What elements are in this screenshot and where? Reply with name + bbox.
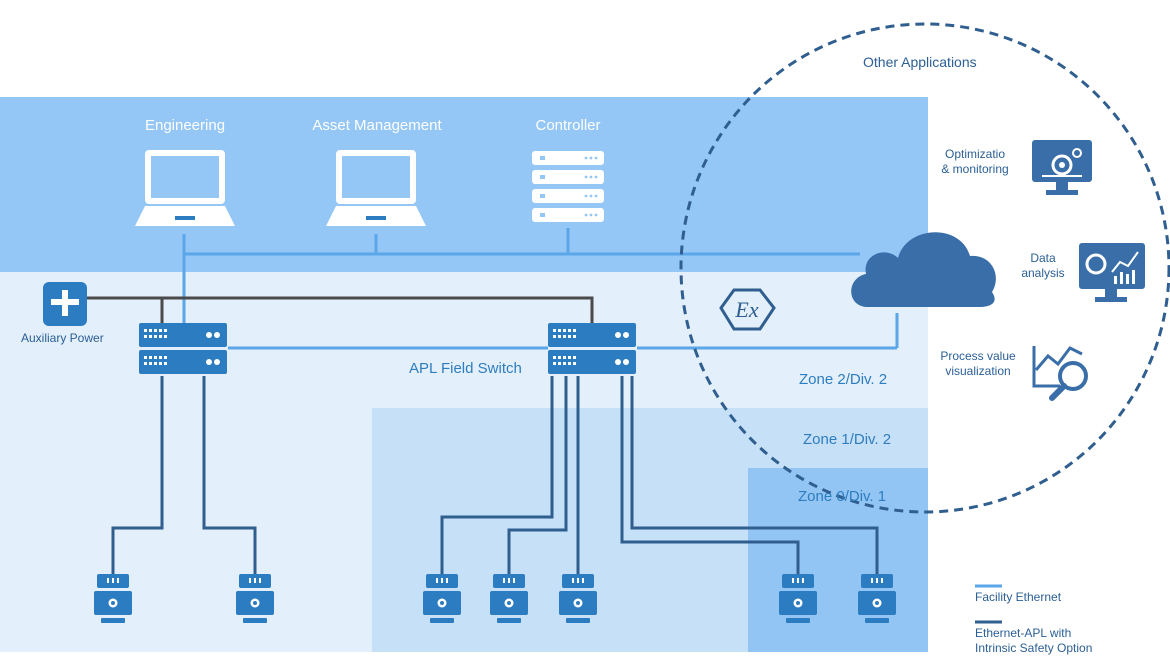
monitor-gear-icon xyxy=(1032,140,1092,195)
legend-facility-ethernet-label: Facility Ethernet xyxy=(975,590,1062,604)
cloud-icon xyxy=(851,232,996,307)
asset-management-laptop-icon xyxy=(326,150,426,226)
other-applications-boundary xyxy=(679,22,1170,514)
ex-hazard-icon: Ex xyxy=(719,288,776,331)
engineering-laptop-icon xyxy=(135,150,235,226)
auxiliary-power-label: Auxiliary Power xyxy=(21,331,104,345)
controller-label: Controller xyxy=(535,117,601,134)
zone0-region xyxy=(748,468,928,652)
monitor-charts-icon xyxy=(1079,243,1145,302)
zone2-label: Zone 2/Div. 2 xyxy=(799,371,888,388)
zone0-label: Zone 0/Div. 1 xyxy=(798,488,887,505)
zone1-label: Zone 1/Div. 2 xyxy=(803,431,892,448)
engineering-label: Engineering xyxy=(144,117,226,134)
power-lines xyxy=(87,296,594,323)
data-analysis-label: Data analysis xyxy=(1021,251,1065,280)
ethernet-apl-lines xyxy=(111,376,879,574)
process-value-label: Process value visualization xyxy=(940,349,1016,378)
legend-ethernet-apl-label: Ethernet-APL with Intrinsic Safety Optio… xyxy=(975,626,1093,655)
power-supply-icon xyxy=(43,282,87,326)
svg-text:Ex: Ex xyxy=(734,297,758,322)
facility-ethernet-lines xyxy=(182,228,899,350)
apl-field-switch-label: APL Field Switch xyxy=(409,360,522,377)
optimization-label: Optimizatio & monitoring xyxy=(941,147,1009,176)
other-applications-title: Other Applications xyxy=(863,54,977,70)
chart-magnifier-icon xyxy=(1032,346,1088,401)
asset-management-label: Asset Management xyxy=(312,117,442,134)
